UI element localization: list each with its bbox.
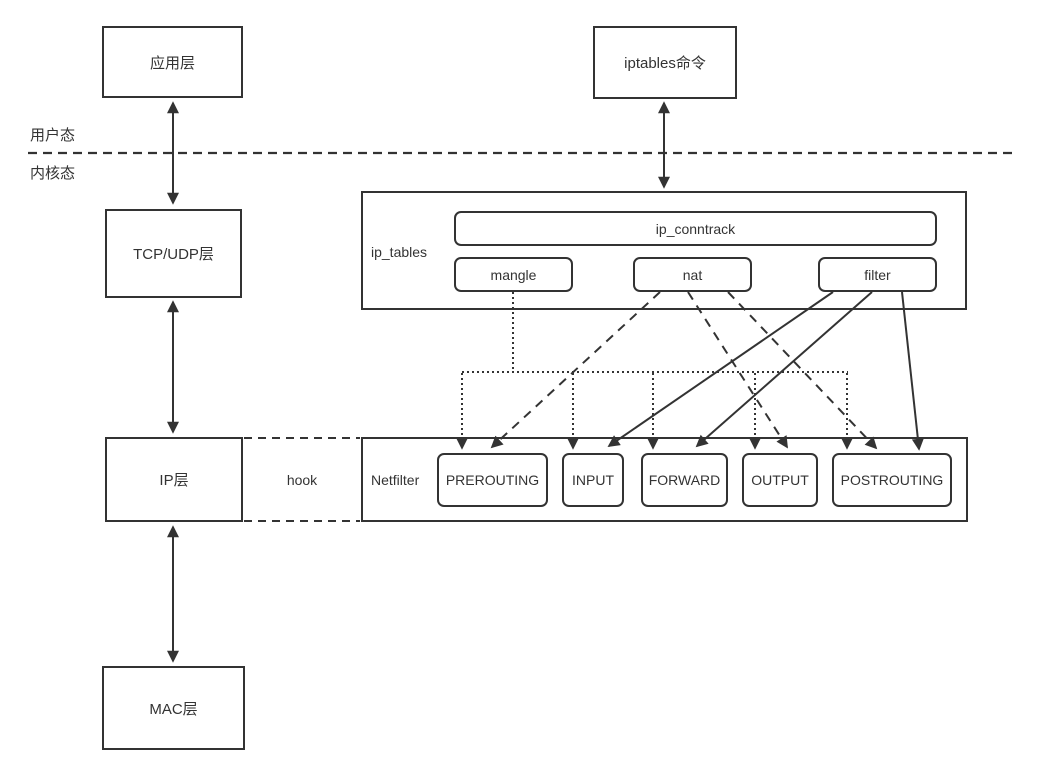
nat-arrow-prerouting	[490, 291, 661, 449]
chain-forward-node: FORWARD	[641, 453, 728, 507]
ip-layer-label: IP层	[159, 472, 189, 489]
filter-arrow-forward	[695, 291, 873, 448]
ip-layer-node: IP层	[105, 437, 243, 522]
mangle-table-node: mangle	[454, 257, 573, 292]
mac-layer-label: MAC层	[149, 700, 198, 718]
user-space-label: 用户态	[30, 127, 76, 144]
chain-output-label: OUTPUT	[751, 472, 809, 488]
chain-prerouting-label: PREROUTING	[445, 472, 540, 488]
chain-forward-label: FORWARD	[648, 472, 721, 488]
chain-postrouting-node: POSTROUTING	[832, 453, 952, 507]
ip-conntrack-node: ip_conntrack	[454, 211, 937, 246]
chain-postrouting-label: POSTROUTING	[840, 472, 944, 488]
ip-tables-container	[361, 191, 967, 310]
app-layer-node: 应用层	[102, 26, 243, 98]
tcp-udp-layer-node: TCP/UDP层	[105, 209, 242, 298]
nat-arrow-output	[687, 291, 788, 449]
app-layer-label: 应用层	[149, 54, 195, 72]
filter-arrow-input	[607, 291, 834, 448]
kernel-space-label: 内核态	[30, 165, 76, 182]
mac-layer-node: MAC层	[102, 666, 245, 750]
nat-table-node: nat	[633, 257, 752, 292]
tcp-udp-layer-label: TCP/UDP层	[133, 246, 214, 263]
nat-arrow-postrouting	[727, 291, 878, 450]
filter-table-node: filter	[818, 257, 937, 292]
iptables-cmd-node: iptables命令	[593, 26, 737, 99]
chain-prerouting-node: PREROUTING	[437, 453, 548, 507]
ip-conntrack-label: ip_conntrack	[655, 220, 736, 237]
nat-table-label: nat	[682, 266, 703, 283]
ip-tables-label: ip_tables	[371, 244, 428, 260]
filter-arrow-postrouting	[901, 291, 924, 451]
hook-label: hook	[286, 472, 318, 488]
mangle-table-label: mangle	[490, 266, 537, 283]
netfilter-label: Netfilter	[371, 472, 420, 488]
chain-input-node: INPUT	[562, 453, 624, 507]
iptables-cmd-label: iptables命令	[624, 55, 706, 72]
chain-output-node: OUTPUT	[742, 453, 818, 507]
filter-table-label: filter	[864, 266, 891, 283]
chain-input-label: INPUT	[572, 472, 614, 488]
